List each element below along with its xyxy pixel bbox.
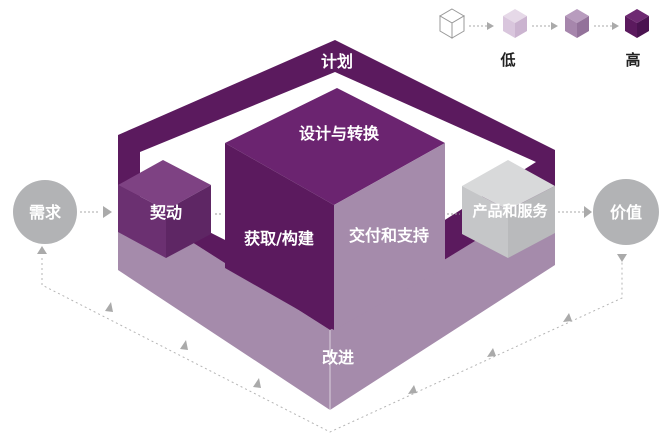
products-services-cube	[462, 160, 555, 258]
obtain-build-label: 获取/构建	[244, 229, 314, 248]
demand-node: 需求	[13, 180, 77, 244]
central-cube	[225, 88, 445, 330]
improve-frame	[118, 192, 555, 410]
demand-arrow-icon	[103, 206, 112, 218]
loop-arrow-icon	[253, 378, 261, 388]
engage-label: 契动	[149, 203, 182, 222]
legend-arrow-icon	[612, 22, 619, 30]
legend-arrow-icon	[487, 22, 494, 30]
plan-label: 计划	[321, 52, 353, 71]
loop-arrow-icon	[37, 246, 47, 254]
legend-high-label: 高	[625, 51, 640, 69]
legend-low-label: 低	[499, 51, 515, 69]
loop-arrow-icon	[105, 302, 113, 312]
loop-arrow-icon	[408, 385, 417, 394]
legend-cube-level-4-icon	[625, 9, 649, 38]
legend-arrow-icon	[551, 22, 558, 30]
intensity-legend: 低 高	[439, 8, 649, 69]
value-arrow-icon	[584, 206, 592, 218]
deliver-support-label: 交付和支持	[349, 226, 429, 245]
legend-cube-level-2-icon	[503, 9, 527, 38]
loop-arrow-icon	[487, 348, 496, 357]
legend-cube-level-3-icon	[565, 9, 589, 38]
loop-arrow-icon	[617, 254, 627, 262]
feedback-loop	[37, 246, 627, 433]
design-transition-label: 设计与转换	[299, 124, 380, 143]
demand-label: 需求	[29, 203, 62, 222]
engage-cube	[118, 160, 211, 258]
value-node: 价值	[593, 179, 659, 245]
improve-label: 改进	[322, 348, 354, 367]
legend-cube-level-1-icon	[439, 8, 465, 39]
loop-arrow-icon	[180, 340, 188, 350]
products-services-label: 产品和服务	[472, 202, 548, 220]
value-label: 价值	[610, 203, 642, 222]
loop-arrow-icon	[563, 313, 572, 322]
